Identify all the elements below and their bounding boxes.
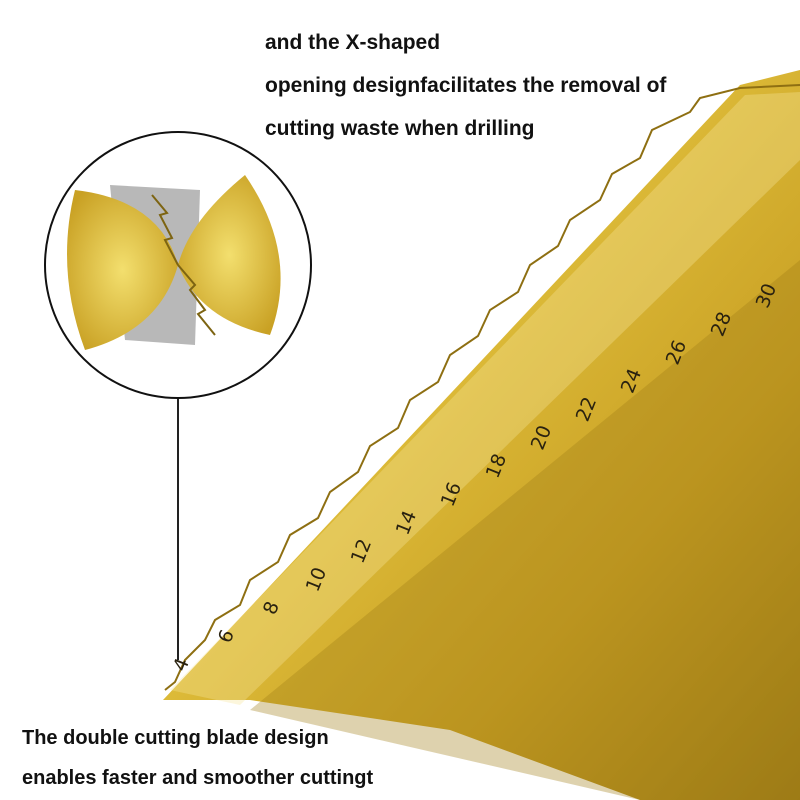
- magnified-blade-view: [44, 131, 312, 399]
- caption-bottom-line-2: enables faster and smoother cuttingt: [22, 767, 374, 789]
- caption-top-line-1: and the X-shaped: [265, 31, 441, 54]
- caption-top-line-2: opening designfacilitates the removal of: [265, 74, 667, 97]
- right-cutting-blade: [178, 175, 281, 335]
- left-cutting-blade: [67, 190, 178, 350]
- drill-body: [163, 70, 800, 800]
- caption-top-line-3: cutting waste when drilling: [265, 117, 535, 140]
- step-size-label: 4: [169, 655, 194, 674]
- caption-bottom-line-1: The double cutting blade design: [22, 727, 329, 749]
